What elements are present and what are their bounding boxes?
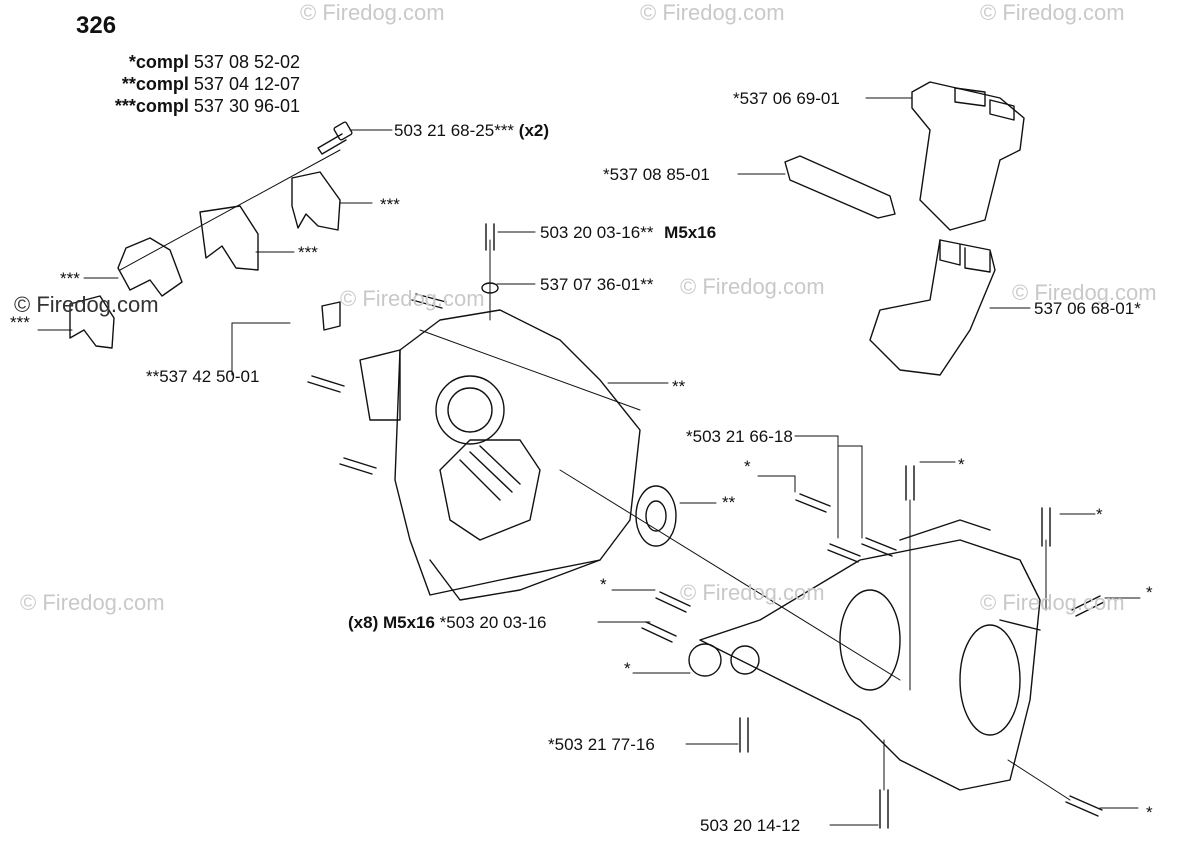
part-label: *** bbox=[380, 195, 400, 214]
part-label: 503 20 14-12 bbox=[700, 816, 801, 835]
part-label: *537 06 69-01 bbox=[733, 89, 840, 108]
part-size: M5x16 bbox=[664, 223, 717, 242]
compl-line: ***compl 537 30 96-01 bbox=[115, 97, 300, 115]
watermark-text: © Firedog.com bbox=[640, 0, 785, 25]
compl-prefix: **compl bbox=[121, 74, 189, 94]
part-label: (x8) M5x16 *503 20 03-16 bbox=[348, 614, 547, 631]
compl-prefix: ***compl bbox=[114, 96, 189, 116]
page-number: 326 bbox=[76, 12, 117, 39]
compl-number: 537 08 52-02 bbox=[193, 52, 300, 72]
screws-right bbox=[641, 465, 1105, 829]
part-number: 503 21 68-25*** bbox=[394, 121, 515, 140]
compl-prefix: *compl bbox=[128, 52, 189, 72]
part-label: * bbox=[624, 659, 631, 678]
part-number: *503 20 03-16 bbox=[439, 613, 547, 632]
compl-number: 537 04 12-07 bbox=[193, 74, 300, 94]
part-label: * bbox=[600, 575, 607, 594]
part-label: * bbox=[1146, 803, 1153, 822]
part-label: * bbox=[744, 457, 751, 476]
part-label: *537 08 85-01 bbox=[603, 165, 710, 184]
part-label: *** bbox=[10, 313, 30, 332]
screws-left bbox=[307, 223, 499, 475]
bearing-part bbox=[635, 485, 677, 547]
watermark-text: © Firedog.com bbox=[680, 274, 825, 299]
part-label: * bbox=[1096, 505, 1103, 524]
watermark-text: © Firedog.com bbox=[14, 292, 159, 317]
part-label: *** bbox=[298, 243, 318, 262]
part-label: 503 20 03-16** M5x16 bbox=[540, 224, 716, 241]
compl-line: *compl 537 08 52-02 bbox=[129, 53, 300, 71]
part-label: ** bbox=[722, 493, 736, 512]
watermark-text: © Firedog.com bbox=[300, 0, 445, 25]
clip-parts bbox=[69, 171, 341, 349]
watermark-text: © Firedog.com bbox=[680, 580, 825, 605]
crankcase-right-part bbox=[688, 519, 1041, 791]
leader-lines bbox=[37, 97, 1141, 826]
part-label: * bbox=[958, 455, 965, 474]
part-label: *503 21 77-16 bbox=[548, 735, 655, 754]
crankcase-left-part bbox=[359, 309, 641, 601]
part-label: *503 21 66-18 bbox=[686, 427, 793, 446]
part-label: * bbox=[1146, 583, 1153, 602]
part-quantity: (x2) bbox=[518, 121, 550, 140]
compl-number: 537 30 96-01 bbox=[193, 96, 300, 116]
watermark-text: © Firedog.com bbox=[980, 590, 1125, 615]
part-label: *** bbox=[60, 269, 80, 288]
part-label: ** bbox=[672, 377, 686, 396]
watermark-text: © Firedog.com bbox=[20, 590, 165, 615]
watermark-text: © Firedog.com bbox=[340, 286, 485, 311]
part-number: 503 20 03-16** bbox=[540, 223, 654, 242]
screw-top-part bbox=[317, 121, 353, 155]
bracket-parts bbox=[784, 81, 1025, 376]
part-label: 537 07 36-01** bbox=[540, 275, 654, 294]
part-label: 537 06 68-01* bbox=[1034, 299, 1141, 318]
compl-line: **compl 537 04 12-07 bbox=[122, 75, 300, 93]
watermark-text: © Firedog.com bbox=[1012, 280, 1157, 305]
watermark-text: © Firedog.com bbox=[980, 0, 1125, 25]
part-label: 503 21 68-25*** (x2) bbox=[394, 122, 549, 139]
part-quantity: (x8) M5x16 bbox=[348, 613, 435, 632]
part-label: **537 42 50-01 bbox=[146, 367, 260, 386]
